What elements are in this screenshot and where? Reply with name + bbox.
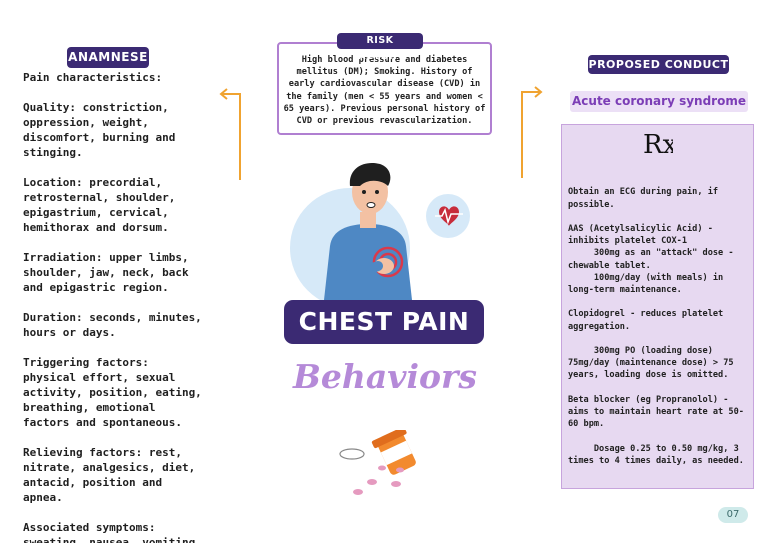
condition-label: Acute coronary syndrome [570, 91, 748, 112]
risk-factors-text: High blood pressure and diabetes mellitu… [283, 55, 486, 127]
page-subtitle: Behaviors [293, 357, 477, 396]
proposed-conduct-heading: PROPOSED CONDUCT [588, 55, 729, 74]
page-title: CHEST PAIN [284, 300, 484, 344]
anamnese-text: Pain characteristics: Quality: constrict… [23, 71, 202, 543]
risk-factors-heading: RISK FACTOR'S [337, 33, 423, 62]
arrow-left-icon [219, 88, 241, 180]
pill-bottle-illustration [339, 430, 416, 495]
arrow-right-icon [521, 86, 543, 178]
prescription-box: Obtain an ECG during pain, if possible. … [561, 124, 754, 489]
chest-pain-person-illustration [290, 162, 470, 300]
risk-factors-box: High blood pressure and diabetes mellitu… [277, 42, 492, 135]
page-number: 07 [718, 507, 748, 523]
anamnese-heading: ANAMNESE [67, 47, 149, 68]
prescription-rx-icon: Rx [643, 128, 678, 162]
rx-symbol-text: Rx [643, 130, 673, 160]
prescription-text: Obtain an ECG during pain, if possible. … [568, 187, 744, 466]
